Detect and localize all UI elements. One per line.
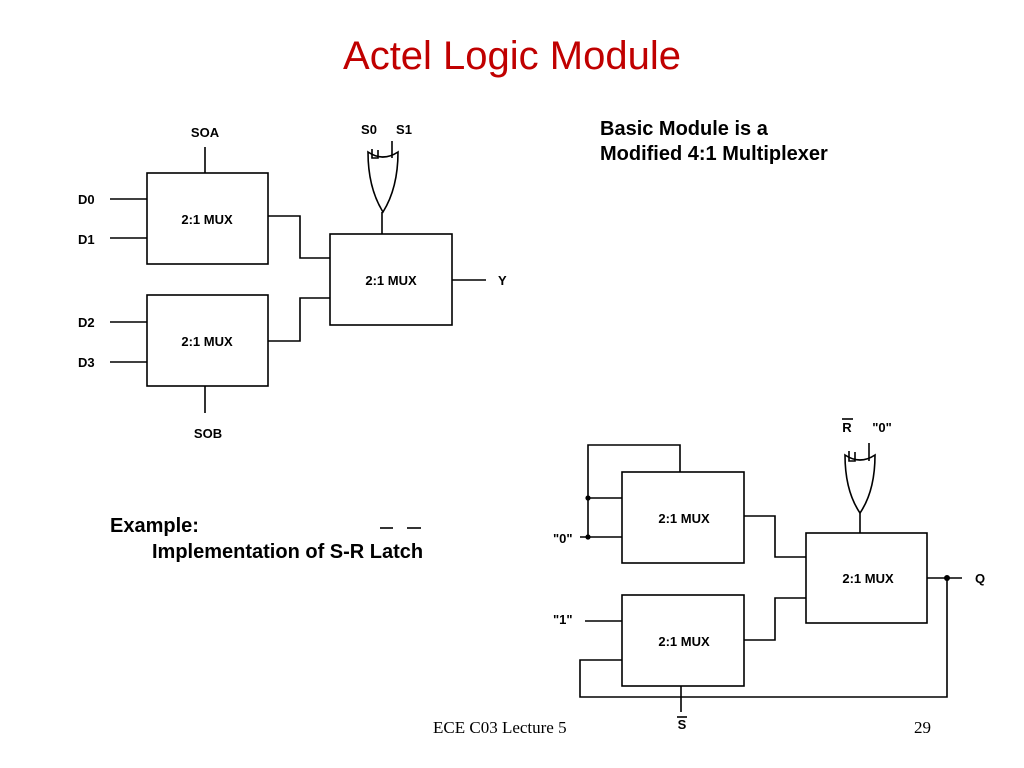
bottom-mux-3 bbox=[805, 532, 928, 624]
r-bar-wire bbox=[848, 451, 856, 462]
top-mux-2-label: 2:1 MUX bbox=[181, 334, 233, 349]
junction-dot-2 bbox=[585, 534, 591, 540]
top-mux-1-label: 2:1 MUX bbox=[181, 212, 233, 227]
gate-zero-label: "0" bbox=[872, 420, 892, 435]
zero-input-label: "0" bbox=[553, 531, 573, 546]
bottom-diagram: 2:1 MUX 2:1 MUX 2:1 MUX "0" "1" Q S R bbox=[553, 418, 985, 732]
bottom-mux-1-label: 2:1 MUX bbox=[658, 511, 710, 526]
mux2-to-mux3-wire bbox=[268, 297, 330, 342]
s0-wire bbox=[371, 149, 379, 159]
bmux2-to-bmux3-wire bbox=[744, 597, 806, 641]
sob-label: SOB bbox=[194, 426, 222, 441]
example-text: Example: Implementation of S-R Latch bbox=[110, 513, 423, 565]
d1-label: D1 bbox=[78, 232, 95, 247]
s-bar-label: S bbox=[678, 717, 687, 732]
q-label: Q bbox=[975, 571, 985, 586]
d2-label: D2 bbox=[78, 315, 95, 330]
example-heading: Example: bbox=[110, 515, 199, 537]
q-feedback-wire bbox=[579, 578, 948, 698]
example-description: Implementation of S-R Latch bbox=[152, 541, 424, 563]
soa-label: SOA bbox=[191, 125, 220, 140]
footer-lecture: ECE C03 Lecture 5 bbox=[433, 718, 567, 737]
bottom-mux-1 bbox=[621, 471, 745, 564]
bottom-or-gate bbox=[844, 453, 876, 515]
d0-label: D0 bbox=[78, 192, 95, 207]
y-label: Y bbox=[498, 273, 507, 288]
page-number: 29 bbox=[914, 718, 931, 737]
r-bar-label: R bbox=[842, 420, 852, 435]
description-line-1: Basic Module is a bbox=[600, 118, 768, 140]
top-or-gate bbox=[367, 150, 399, 214]
bmux1-to-bmux3-wire bbox=[744, 515, 806, 558]
s0-label: S0 bbox=[361, 122, 377, 137]
bottom-mux-2-label: 2:1 MUX bbox=[658, 634, 710, 649]
mux1-to-mux3-wire bbox=[268, 215, 330, 259]
one-input-label: "1" bbox=[553, 612, 573, 627]
module-description: Basic Module is a Modified 4:1 Multiplex… bbox=[600, 117, 828, 167]
junction-dot-1 bbox=[585, 495, 591, 501]
slide-title: Actel Logic Module bbox=[343, 34, 681, 78]
bottom-mux-3-label: 2:1 MUX bbox=[842, 571, 894, 586]
top-diagram: 2:1 MUX 2:1 MUX 2:1 MUX D0 D1 D2 D3 SOA … bbox=[78, 122, 507, 441]
d3-label: D3 bbox=[78, 355, 95, 370]
mux1-select-feedback-wire bbox=[587, 444, 681, 498]
top-mux-3 bbox=[329, 233, 453, 326]
s1-label: S1 bbox=[396, 122, 412, 137]
top-mux-1 bbox=[146, 172, 269, 265]
top-mux-3-label: 2:1 MUX bbox=[365, 273, 417, 288]
description-line-2: Modified 4:1 Multiplexer bbox=[600, 143, 828, 165]
